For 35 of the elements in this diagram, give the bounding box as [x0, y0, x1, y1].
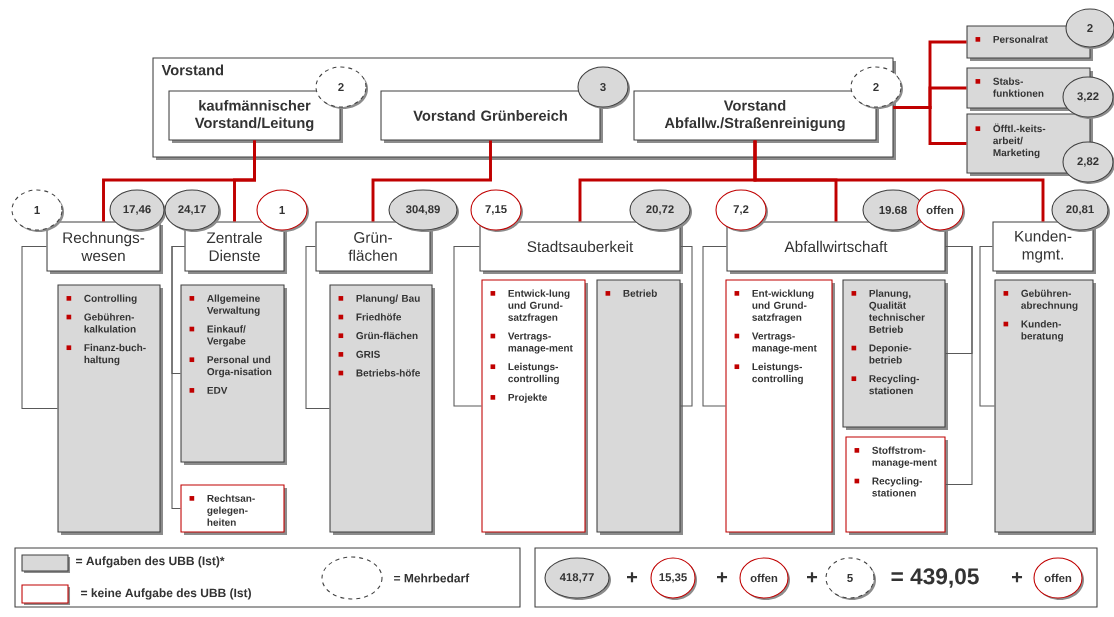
- legend-text: = Mehrbedarf: [394, 573, 470, 583]
- connector-line: [233, 140, 256, 222]
- task-box: Gebühren-abrechnung Kunden-beratung: [994, 279, 1096, 535]
- connector-line: [305, 245, 330, 410]
- plus-sign: +: [1012, 572, 1023, 583]
- task-box: Entwick-lung und Grund-satzfragen Vertrags-manage-ment Leistungs-controlling Projekte: [481, 279, 588, 535]
- task-box: Betrieb: [596, 279, 683, 535]
- board-box: Vorstand Grünbereich: [380, 90, 603, 143]
- plus-sign: +: [807, 572, 818, 583]
- department-box: Rechnungs-wesen: [46, 221, 163, 274]
- node-label: Öfftl.-keits-arbeit/ Marketing: [993, 123, 1046, 159]
- connector-line: [171, 245, 185, 510]
- task-box: Ent-wicklung und Grund-satzfragen Vertrags-manage-ment Leistungs-controlling: [725, 279, 835, 535]
- connector-line: [680, 245, 693, 407]
- task-box: Stoffstrom-manage-ment Recycling-stationen: [845, 436, 948, 535]
- plus-sign: +: [717, 572, 728, 583]
- connector-line: [371, 140, 492, 222]
- task-box: Allgemeine Verwaltung Einkauf/ Vergabe Personal und Orga-nisation EDV: [180, 284, 287, 465]
- task-box: Rechtsan-gelegen-heiten: [180, 484, 287, 535]
- task-box: Controlling Gebühren-kalkulation Finanz-buch-haltung: [57, 284, 163, 535]
- connector-line: [945, 245, 973, 486]
- sum-total: = 439,05: [891, 568, 979, 588]
- connector-line: [21, 245, 58, 410]
- task-box: Planung/ Bau Friedhöfe Grün-flächen GRIS Betriebs-höfe: [329, 284, 435, 535]
- legend-text: = keine Aufgabe des UBB (Ist): [81, 588, 251, 600]
- connector-line: [893, 106, 967, 145]
- legend-text: = Aufgaben des UBB (Ist)*: [76, 556, 225, 568]
- connector-line: [453, 245, 482, 407]
- department-box: Kunden-mgmt.: [992, 221, 1096, 274]
- connector-line: [979, 245, 995, 407]
- department-box: Grün-flächen: [315, 221, 433, 274]
- task-box: Planung, Qualität technischer Betrieb Deponie-betrieb Recycling-stationen: [842, 279, 948, 430]
- connector-line: [702, 245, 727, 407]
- connector-line: [753, 140, 1045, 222]
- plus-sign: +: [627, 572, 638, 583]
